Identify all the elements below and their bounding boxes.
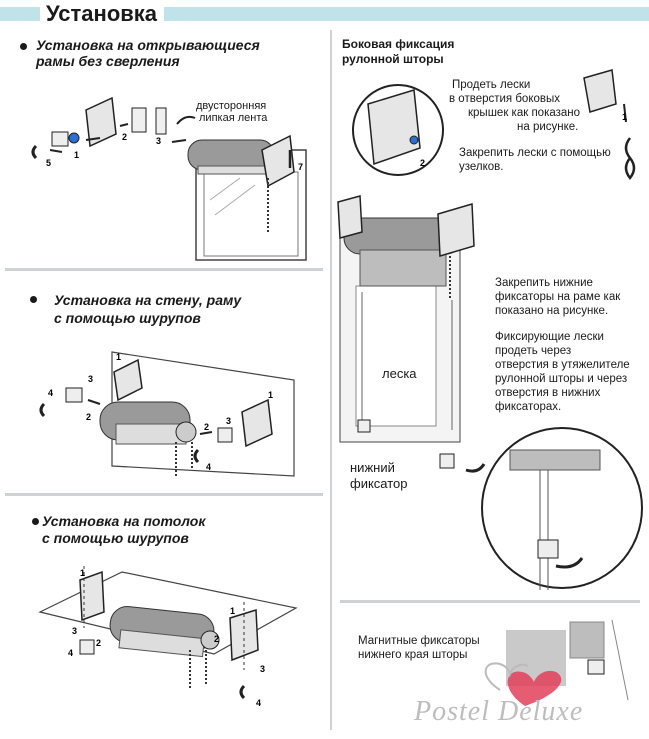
step-number: 3: [156, 136, 161, 146]
step-number: 4: [68, 648, 73, 658]
watermark-text: Postel Deluxe: [414, 696, 584, 727]
side-fix-title-1: Боковая фиксация: [342, 37, 455, 51]
section-open-frames-title-1: Установка на открывающиеся: [36, 37, 260, 53]
wall-illustration: 1 3 4 2 2 3 4 1: [39, 351, 295, 478]
ceiling-illustration: 1 3 4 2 2 1 3 4: [38, 566, 298, 708]
side-fix-step1-2: в отверстия боковых: [449, 93, 561, 105]
step-number: 2: [204, 422, 209, 432]
section-ceiling-title-1: Установка на потолок: [42, 513, 206, 529]
step-number: 3: [226, 416, 231, 426]
thread-2: продеть через: [495, 345, 572, 357]
magnetic-1: Магнитные фиксаторы: [358, 635, 480, 647]
thread-5: отверстия в нижних: [495, 387, 601, 399]
section-divider: [340, 600, 640, 603]
thread-3: отверстия в утяжелителе: [495, 359, 630, 371]
tape-label-2: липкая лента: [199, 112, 268, 124]
step-number: 2: [420, 158, 425, 168]
step-number: 2: [214, 634, 219, 644]
step-number: 1: [622, 112, 627, 122]
column-divider: [330, 30, 332, 730]
tape-label-1: двусторонняя: [196, 100, 267, 112]
open-frame-illustration: 1 2 3 5 7: [31, 96, 307, 261]
step-number: 5: [46, 158, 51, 168]
page-title: Установка: [46, 1, 158, 26]
step-number: 1: [74, 150, 79, 160]
lower-fix-1: Закрепить нижние: [495, 277, 593, 289]
magnetic-2: нижнего края шторы: [358, 649, 468, 661]
leska-label: леска: [382, 366, 417, 381]
header-band: Установка: [0, 0, 649, 26]
step-number: 4: [256, 698, 261, 708]
bullet: [32, 518, 39, 525]
section-divider: [5, 493, 323, 496]
side-fix-step1-3: крышек как показано: [468, 107, 581, 119]
step-number: 2: [86, 412, 91, 422]
section-divider: [5, 268, 323, 271]
step-number: 3: [260, 664, 265, 674]
step-number: 3: [88, 374, 93, 384]
lower-fix-3: показано на рисунке.: [495, 305, 609, 317]
section-ceiling-title-2: с помощью шурупов: [42, 530, 189, 546]
step-number: 4: [48, 388, 53, 398]
lower-fixer-label-2: фиксатор: [350, 476, 408, 491]
step-number: 4: [206, 462, 211, 472]
lower-fix-2: фиксаторы на раме как: [495, 291, 621, 303]
thread-1: Фиксирующие лески: [495, 331, 604, 343]
side-fix-title-2: рулонной шторы: [342, 52, 444, 66]
side-fix-step2-1: Закрепить лески с помощью: [459, 147, 611, 159]
bullet: [30, 296, 37, 303]
step-number: 1: [80, 568, 85, 578]
title-box: [40, 0, 164, 26]
step-number: 3: [72, 626, 77, 636]
step-number: 7: [298, 162, 303, 172]
step-number: 2: [96, 638, 101, 648]
step-number: 2: [122, 132, 127, 142]
side-fix-step1-1: Продеть лески: [452, 79, 531, 91]
thread-4: рулонной шторы и через: [495, 373, 628, 385]
side-fix-step1-4: на рисунке.: [517, 121, 579, 133]
thread-6: фиксаторах.: [495, 401, 562, 413]
section-open-frames-title-2: рамы без сверления: [36, 53, 180, 69]
side-fix-step2-2: узелков.: [459, 161, 504, 173]
lower-fixer-label-1: нижний: [350, 460, 395, 475]
step-number: 1: [230, 606, 235, 616]
step-number: 1: [268, 390, 273, 400]
bullet: [20, 43, 27, 50]
section-wall-title-1: Установка на стену, раму: [54, 292, 242, 308]
step-number: 1: [116, 352, 121, 362]
section-wall-title-2: с помощью шурупов: [54, 310, 201, 326]
